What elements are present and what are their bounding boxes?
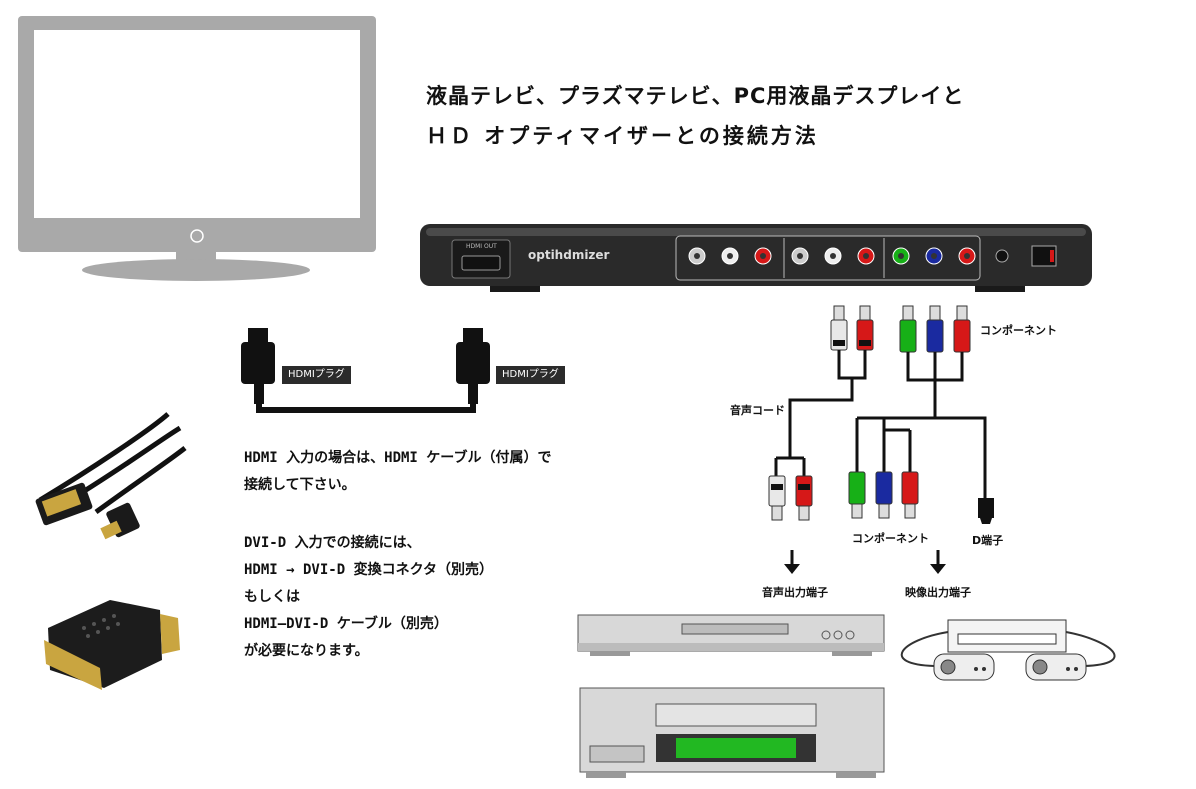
hdmi-plug-label-right: HDMIプラグ [496,366,565,384]
dvd-player [577,614,885,656]
page-title-line1: 液晶テレビ、プラズマテレビ、PC用液晶デスプレイと [426,84,965,108]
game-console [900,619,1116,681]
output-arrows [784,550,946,574]
hd-optimizer-device [420,224,1092,292]
instruction-p2-line5: が必要になります。 [244,643,369,659]
audio-plugs-bottom [768,456,813,521]
audio-cord-label: 音声コード [730,404,785,417]
hdmi-dvi-adapter-photo [44,600,180,690]
hdmi-plug-label-left: HDMIプラグ [282,366,351,384]
instruction-p2-line2: HDMI → DVI-D 変換コネクタ（別売） [244,562,494,578]
component-plugs-bottom [848,471,994,524]
instruction-p2-line1: DVI-D 入力での接続には、 [244,535,421,551]
device-hdmi-out-label: HDMI OUT [466,243,497,250]
component-label-top: コンポーネント [980,324,1057,337]
instruction-p1-line1: HDMI 入力の場合は、HDMI ケーブル（付属）で [244,450,552,466]
device-brand: optihdmizer [528,248,610,262]
hdmi-cable-diagram [241,328,490,413]
d-terminal-label: D端子 [972,534,1004,547]
instruction-p1-line2: 接続して下さい。 [244,477,356,493]
page-title-line2: ＨＤ オプティマイザーとの接続方法 [426,124,819,148]
component-label-bottom: コンポーネント [852,532,929,545]
audio-plugs-top [788,305,874,458]
dvi-cable-photo [35,412,187,540]
audio-out-label: 音声出力端子 [762,586,828,599]
tv-illustration [18,16,376,281]
video-out-label: 映像出力端子 [905,586,971,599]
instruction-p2-line3: もしくは [244,589,300,605]
instruction-p2-line4: HDMI―DVI-D ケーブル（別売） [244,616,448,632]
component-plugs-top [855,305,987,500]
vcr-recorder [579,687,885,778]
device-rca-jacks [688,247,976,265]
